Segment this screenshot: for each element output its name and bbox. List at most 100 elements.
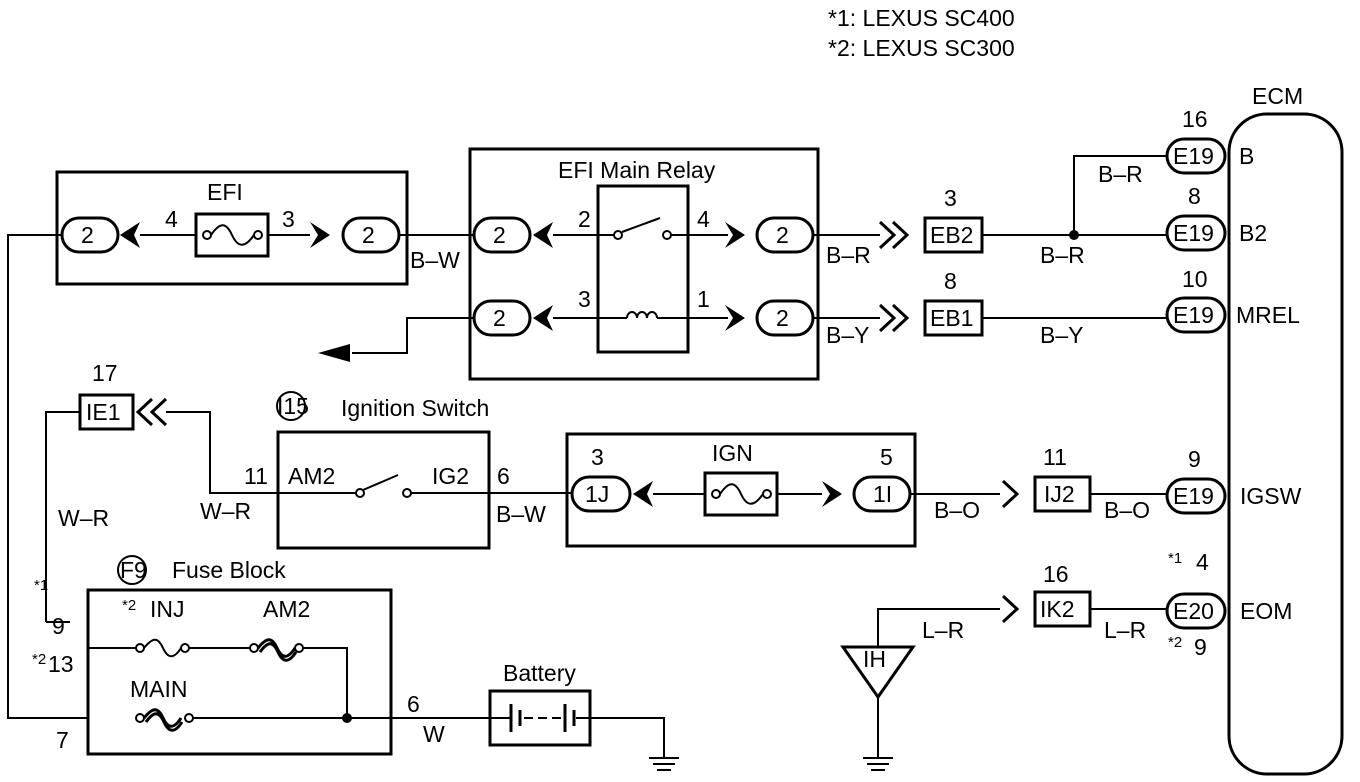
ecm-pin-num-mrel: 10 (1182, 266, 1208, 292)
ecm-eom-note-sc400: *1 (1168, 550, 1182, 567)
relay-conn-label-br: 2 (776, 305, 789, 331)
wire-label-wr-1: W–R (58, 505, 109, 531)
fuse-block-tag-circle (117, 555, 147, 585)
junction-ik2-pin: 16 (1043, 561, 1069, 587)
wire-label-bo-2: B–O (1104, 497, 1150, 523)
wire-label-by-2: B–Y (1040, 322, 1083, 348)
exit-arrow-icon (318, 344, 350, 362)
fuse-icon (210, 224, 255, 246)
junction-ij2-pin: 11 (1043, 444, 1067, 470)
ign-right-conn-label: 1I (873, 481, 892, 507)
relay-inner-body (596, 184, 690, 354)
ignition-tag: I15 (277, 393, 309, 419)
ground-icon-battery (649, 757, 679, 771)
ground-icon-ih (863, 757, 893, 771)
junction-eb1-label: EB1 (930, 305, 973, 331)
relay-chevron-tl-icon (533, 222, 553, 248)
ih-sensor: IH (840, 645, 916, 700)
ign-left-connector (570, 475, 632, 513)
ignition-am2: AM2 (288, 463, 335, 489)
main-fuse-label: MAIN (130, 676, 188, 702)
main-fusible-link-icon (142, 708, 184, 732)
relay-conn-label-tr: 2 (776, 222, 789, 248)
pin-sc400-note: *1 (34, 577, 48, 594)
ign-fuse-icon (719, 483, 764, 505)
junction-ie1-pin: 17 (92, 360, 118, 386)
ecm-pin-name-mrel: MREL (1236, 302, 1300, 328)
wire-label-lr-2: L–R (1104, 617, 1146, 643)
ecm-pin-name-b: B (1239, 143, 1254, 169)
ign-left-conn-label: 1J (585, 481, 609, 507)
ik2-arrow-icon (1001, 594, 1020, 624)
fuse-block-tag: F9 (120, 557, 147, 583)
relay-chevron-bl-icon (533, 305, 553, 331)
efi-main-relay: EFI Main Relay 2 2 4 2 2 3 1 2 (468, 147, 820, 381)
fuse-block-outline (86, 588, 393, 756)
junction-ij2-label: IJ2 (1044, 481, 1075, 507)
ign-right-chevron-icon (822, 481, 842, 507)
ecm-conn-label-igsw: E19 (1173, 483, 1214, 509)
ignition-switch: I15 Ignition Switch 11 AM2 IG2 6 (244, 391, 510, 550)
ignition-blade-icon (362, 474, 399, 491)
fuse-block-pin-out: 6 (407, 691, 420, 717)
ecm-conn-label-eom: E20 (1173, 598, 1214, 624)
efi-left-pin: 4 (165, 206, 178, 232)
battery: Battery (488, 660, 592, 747)
ecm-body (1227, 112, 1344, 776)
ignition-ig2: IG2 (432, 463, 469, 489)
note-sc300: *2: LEXUS SC300 (828, 35, 1015, 61)
eb1-arrow-icon (891, 303, 910, 333)
relay-box-outline (468, 147, 820, 381)
pin-sc300-note: *2 (32, 651, 46, 668)
wire-label-lr-1: L–R (922, 617, 964, 643)
ecm-pin-num-eom: 4 (1196, 549, 1209, 575)
ecm-pin-num-b2: 8 (1188, 183, 1201, 209)
ecm: ECM 16 E19 B 8 E19 B2 10 E19 MREL 9 E19 … (1165, 83, 1344, 776)
am2-fuse-label: AM2 (263, 596, 310, 622)
ecm-eom-note-sc300: *2 (1168, 634, 1182, 651)
wire-label-bw-2: B–W (496, 501, 546, 527)
relay-pin-2: 2 (578, 206, 591, 232)
ecm-pin-num-eom-sc300: 9 (1194, 634, 1207, 660)
ecm-connector-igsw (1165, 477, 1227, 515)
ecm-pin-name-igsw: IGSW (1240, 483, 1302, 509)
efi-fuse-box: EFI 2 4 3 2 (55, 170, 409, 286)
ignition-title: Ignition Switch (341, 395, 489, 421)
ecm-connector-mrel (1165, 296, 1227, 334)
ign-right-pin: 5 (880, 444, 893, 470)
pin-sc400: 9 (52, 613, 65, 639)
efi-right-chevron-icon (310, 222, 330, 248)
efi-right-conn-label: 2 (362, 222, 375, 248)
ecm-connector-eom (1165, 592, 1227, 630)
wire-label-bo-1: B–O (934, 497, 980, 523)
ecm-conn-label-b: E19 (1173, 143, 1214, 169)
fuse-block-title: Fuse Block (172, 557, 286, 583)
relay-chevron-tr-icon (725, 222, 745, 248)
junction-ik2-label: IK2 (1040, 596, 1075, 622)
ecm-pin-name-eom: EOM (1240, 598, 1292, 624)
battery-title: Battery (503, 660, 576, 686)
pin-sc300: 13 (48, 651, 74, 677)
switch-blade-icon (621, 217, 661, 233)
inj-note: *2 (122, 597, 136, 614)
efi-fuse-title: EFI (207, 179, 243, 205)
relay-conn-label-bl: 2 (493, 305, 506, 331)
wire-label-by-1: B–Y (826, 322, 869, 348)
ecm-title: ECM (1252, 83, 1303, 109)
ign-fuse-title: IGN (712, 440, 753, 466)
wire-label-wr-2: W–R (200, 498, 251, 524)
efi-left-conn-label: 2 (81, 222, 94, 248)
efi-right-pin: 3 (282, 206, 295, 232)
efi-left-chevron-icon (120, 222, 140, 248)
relay-title: EFI Main Relay (558, 157, 716, 183)
wire-label-br-1: B–R (826, 242, 871, 268)
switch-contact-icon (613, 230, 623, 240)
relay-chevron-br-icon (725, 305, 745, 331)
eb2-arrow-icon (891, 220, 910, 250)
efi-box-outline (55, 170, 409, 286)
relay-pin-3: 3 (578, 286, 591, 312)
ecm-pin-name-b2: B2 (1239, 220, 1267, 246)
junction-eb2-pin: 3 (944, 185, 957, 211)
relay-pin-1: 1 (697, 286, 710, 312)
fuse-block: F9 Fuse Block *2 INJ AM2 *1 9 *2 13 MAIN… (32, 555, 393, 756)
